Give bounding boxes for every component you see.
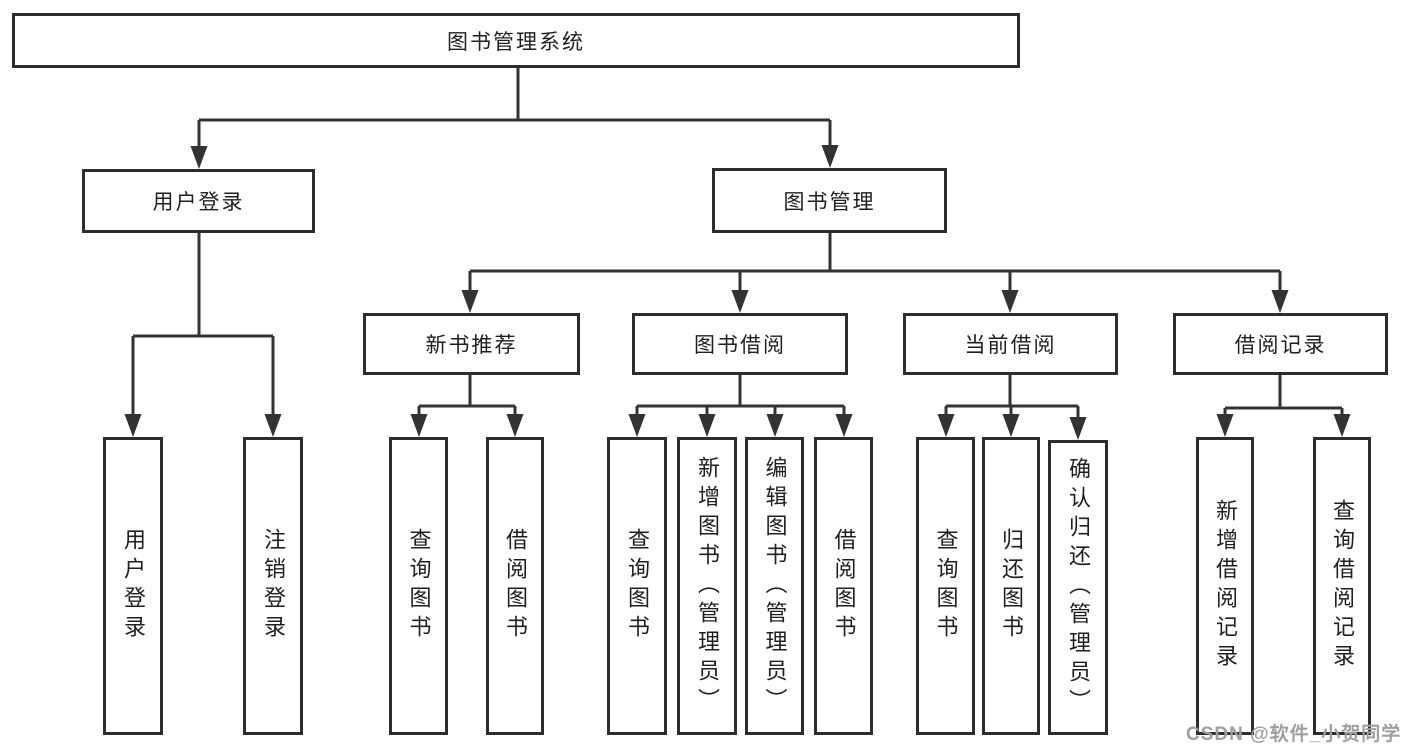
node-book-borrow: 图书借阅 [632,313,848,375]
connector-trunks [133,68,1342,410]
leaf-add-books-admin: 新增图书（管理员） [677,437,737,735]
node-book-management: 图书管理 [712,168,947,233]
leaf-return-books: 归还图书 [982,437,1040,735]
leaf-query-books-1: 查询图书 [389,437,448,735]
node-current-borrow: 当前借阅 [903,313,1118,375]
node-new-book-recommend: 新书推荐 [363,313,580,375]
node-user-login: 用户登录 [82,169,315,233]
arrowheads [124,120,1351,440]
leaf-confirm-return-admin: 确认归还（管理员） [1048,440,1108,735]
node-root: 图书管理系统 [12,13,1020,68]
leaf-user-login: 用户登录 [103,437,163,735]
leaf-edit-books-admin: 编辑图书（管理员） [745,437,804,735]
leaf-add-borrow-record: 新增借阅记录 [1196,437,1254,735]
leaf-query-borrow-record: 查询借阅记录 [1313,437,1371,735]
leaf-query-books-2: 查询图书 [607,437,667,735]
leaf-borrow-books-1: 借阅图书 [486,437,544,735]
leaf-query-books-3: 查询图书 [916,437,975,735]
leaf-borrow-books-2: 借阅图书 [814,437,873,735]
csdn-watermark: CSDN @软件_小贺同学 [1186,724,1402,745]
leaf-logout: 注销登录 [243,437,303,735]
node-borrow-records: 借阅记录 [1173,313,1388,375]
